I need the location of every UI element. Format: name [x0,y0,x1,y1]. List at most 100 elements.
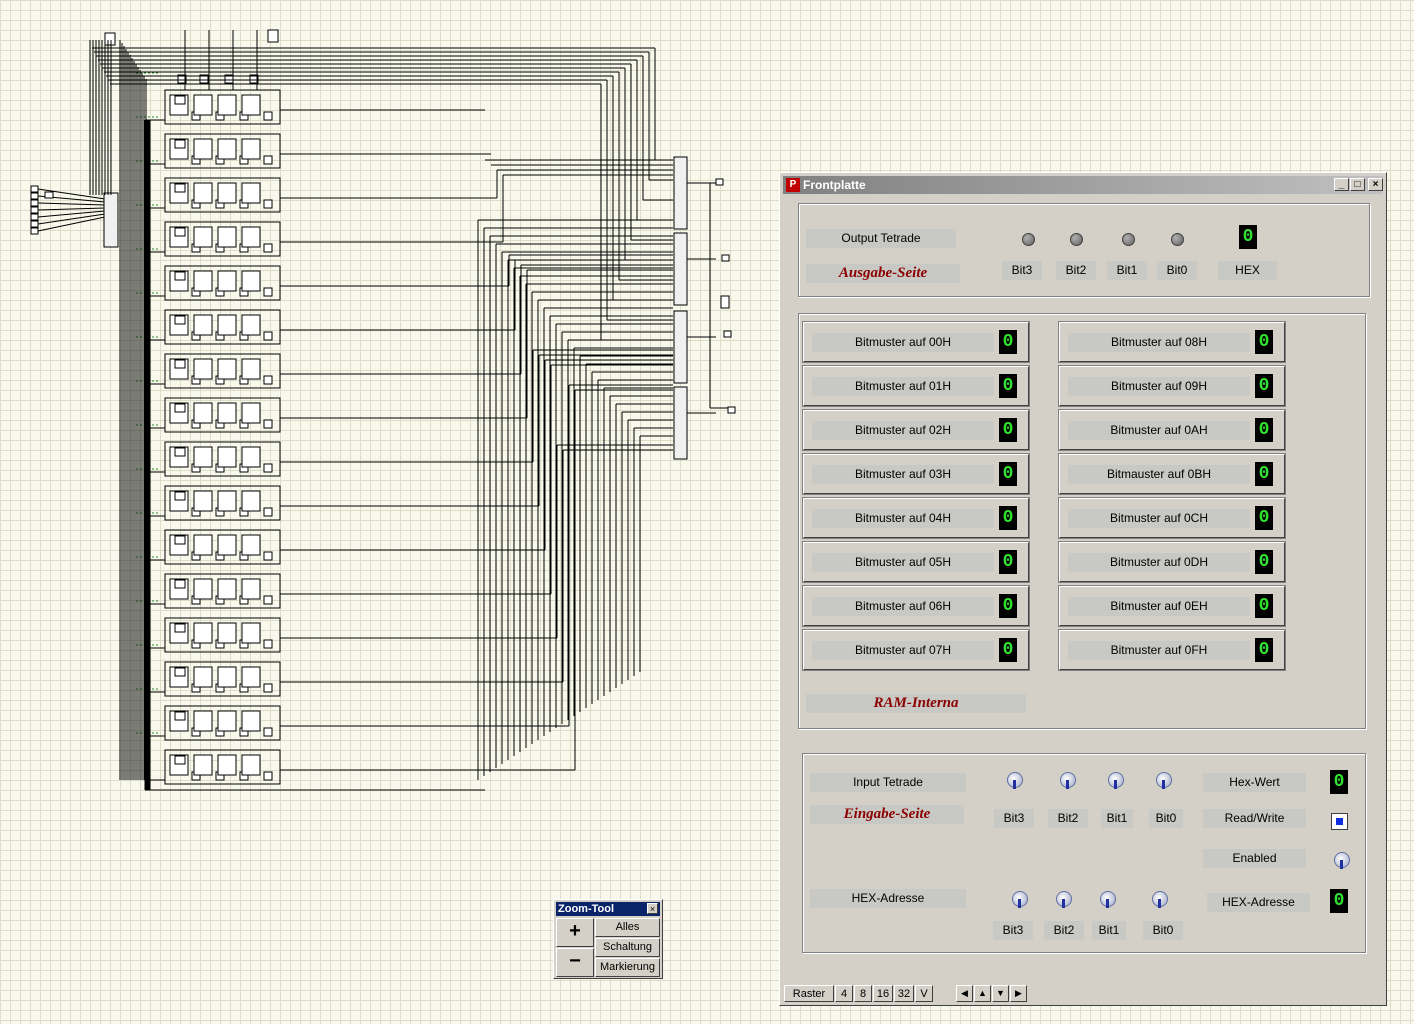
ram-cell-display: 0 [1255,462,1273,486]
address-bit1-label: Bit1 [1092,921,1126,940]
arrow-up-icon[interactable]: ▲ [974,985,991,1002]
ram-cell-right-3: Bitmauster auf 0BH 0 [1058,453,1286,495]
ram-cell-label: Bitmuster auf 05H [812,553,994,572]
zoom-out-button[interactable]: − [556,948,594,977]
app-logo-icon: P [786,178,800,192]
output-bit3-led [1022,233,1035,246]
ram-cell-display: 0 [999,418,1017,442]
window-title: Frontplatte [803,178,866,192]
output-bit2-led [1070,233,1083,246]
ram-cell-right-6: Bitmuster auf 0EH 0 [1058,585,1286,627]
ram-cell-display: 0 [1255,638,1273,662]
raster-8-button[interactable]: 8 [854,985,872,1002]
ram-cell-display: 0 [999,638,1017,662]
hex-wert-display: 0 [1330,770,1348,794]
ram-cell-label: Bitmuster auf 08H [1068,333,1250,352]
enabled-switch-icon[interactable] [1333,852,1351,872]
input-bit1-switch-icon[interactable] [1107,772,1125,792]
hex-wert-label: Hex-Wert [1203,773,1306,792]
raster-4-button[interactable]: 4 [835,985,853,1002]
zoom-selection-button[interactable]: Markierung [595,958,660,977]
ram-cell-label: Bitmuster auf 0DH [1068,553,1250,572]
output-bit1-label: Bit1 [1107,261,1147,280]
zoom-tool-panel: Zoom-Tool × + − Alles Schaltung Markieru… [553,899,663,979]
output-hex-label: HEX [1218,261,1277,280]
output-bit0-label: Bit0 [1157,261,1197,280]
output-group: Output Tetrade Ausgabe-Seite 0 Bit3 Bit2… [798,203,1370,297]
ram-cell-label: Bitmuster auf 06H [812,597,994,616]
input-bit0-label: Bit0 [1149,809,1183,828]
frontplatte-window: P Frontplatte _ □ × Output Tetrade Ausga… [779,172,1387,1006]
input-bit2-switch-icon[interactable] [1059,772,1077,792]
address-bit1-switch-icon[interactable] [1099,891,1117,911]
ram-cell-right-7: Bitmuster auf 0FH 0 [1058,629,1286,671]
input-bit1-label: Bit1 [1101,809,1133,828]
ram-cell-display: 0 [1255,550,1273,574]
input-tetrade-label: Input Tetrade [810,773,966,792]
input-group: Input Tetrade Eingabe-Seite Bit3 Bit2 Bi… [802,753,1366,953]
ram-cell-label: Bitmuster auf 0EH [1068,597,1250,616]
ram-cell-display: 0 [999,594,1017,618]
zoom-tool-title: Zoom-Tool [556,902,660,916]
ram-cell-right-5: Bitmuster auf 0DH 0 [1058,541,1286,583]
ram-cell-display: 0 [999,374,1017,398]
address-bit2-label: Bit2 [1044,921,1084,940]
output-side-label: Ausgabe-Seite [806,264,960,283]
ram-cell-display: 0 [999,330,1017,354]
input-bit3-switch-icon[interactable] [1006,772,1024,792]
ram-cell-display: 0 [1255,506,1273,530]
output-tetrade-label: Output Tetrade [806,229,956,248]
statusbar: Raster 4 8 16 32 V ◀ ▲ ▼ ▶ [783,985,1383,1005]
maximize-button[interactable]: □ [1350,178,1365,191]
address-bit0-switch-icon[interactable] [1151,891,1169,911]
hex-address-display: 0 [1330,889,1348,913]
ram-cell-label: Bitmauster auf 0BH [1068,465,1250,484]
output-bit3-label: Bit3 [1002,261,1042,280]
ram-cell-display: 0 [1255,374,1273,398]
raster-button[interactable]: Raster [784,985,834,1002]
ram-cell-display: 0 [1255,418,1273,442]
address-bit3-label: Bit3 [993,921,1033,940]
address-bit2-switch-icon[interactable] [1055,891,1073,911]
zoom-close-button[interactable]: × [647,903,658,914]
ram-cell-display: 0 [1255,330,1273,354]
input-bit0-switch-icon[interactable] [1155,772,1173,792]
ram-cell-display: 0 [1255,594,1273,618]
ram-cell-left-0: Bitmuster auf 00H 0 [802,321,1030,363]
raster-16-button[interactable]: 16 [873,985,893,1002]
close-button[interactable]: × [1368,178,1383,191]
zoom-circuit-button[interactable]: Schaltung [595,938,660,957]
minimize-button[interactable]: _ [1334,178,1349,191]
input-bit2-label: Bit2 [1048,809,1088,828]
zoom-in-button[interactable]: + [556,918,594,947]
ram-cell-label: Bitmuster auf 0FH [1068,641,1250,660]
address-bit3-switch-icon[interactable] [1011,891,1029,911]
ram-cell-label: Bitmuster auf 01H [812,377,994,396]
arrow-right-icon[interactable]: ▶ [1010,985,1027,1002]
output-bit0-led [1171,233,1184,246]
arrow-down-icon[interactable]: ▼ [992,985,1009,1002]
ram-cell-left-7: Bitmuster auf 07H 0 [802,629,1030,671]
ram-cell-left-1: Bitmuster auf 01H 0 [802,365,1030,407]
hex-address-label: HEX-Adresse [810,889,966,908]
window-titlebar[interactable]: P Frontplatte _ □ × [783,176,1383,194]
ram-cell-label: Bitmuster auf 07H [812,641,994,660]
zoom-all-button[interactable]: Alles [595,918,660,937]
ram-cell-right-0: Bitmuster auf 08H 0 [1058,321,1286,363]
raster-v-button[interactable]: V [915,985,933,1002]
read-write-checkbox[interactable] [1331,813,1348,830]
ram-cell-label: Bitmuster auf 00H [812,333,994,352]
ram-cell-label: Bitmuster auf 04H [812,509,994,528]
ram-cell-display: 0 [999,462,1017,486]
input-bit3-label: Bit3 [994,809,1034,828]
input-side-label: Eingabe-Seite [810,805,964,824]
raster-32-button[interactable]: 32 [894,985,914,1002]
arrow-left-icon[interactable]: ◀ [956,985,973,1002]
output-bit2-label: Bit2 [1056,261,1096,280]
